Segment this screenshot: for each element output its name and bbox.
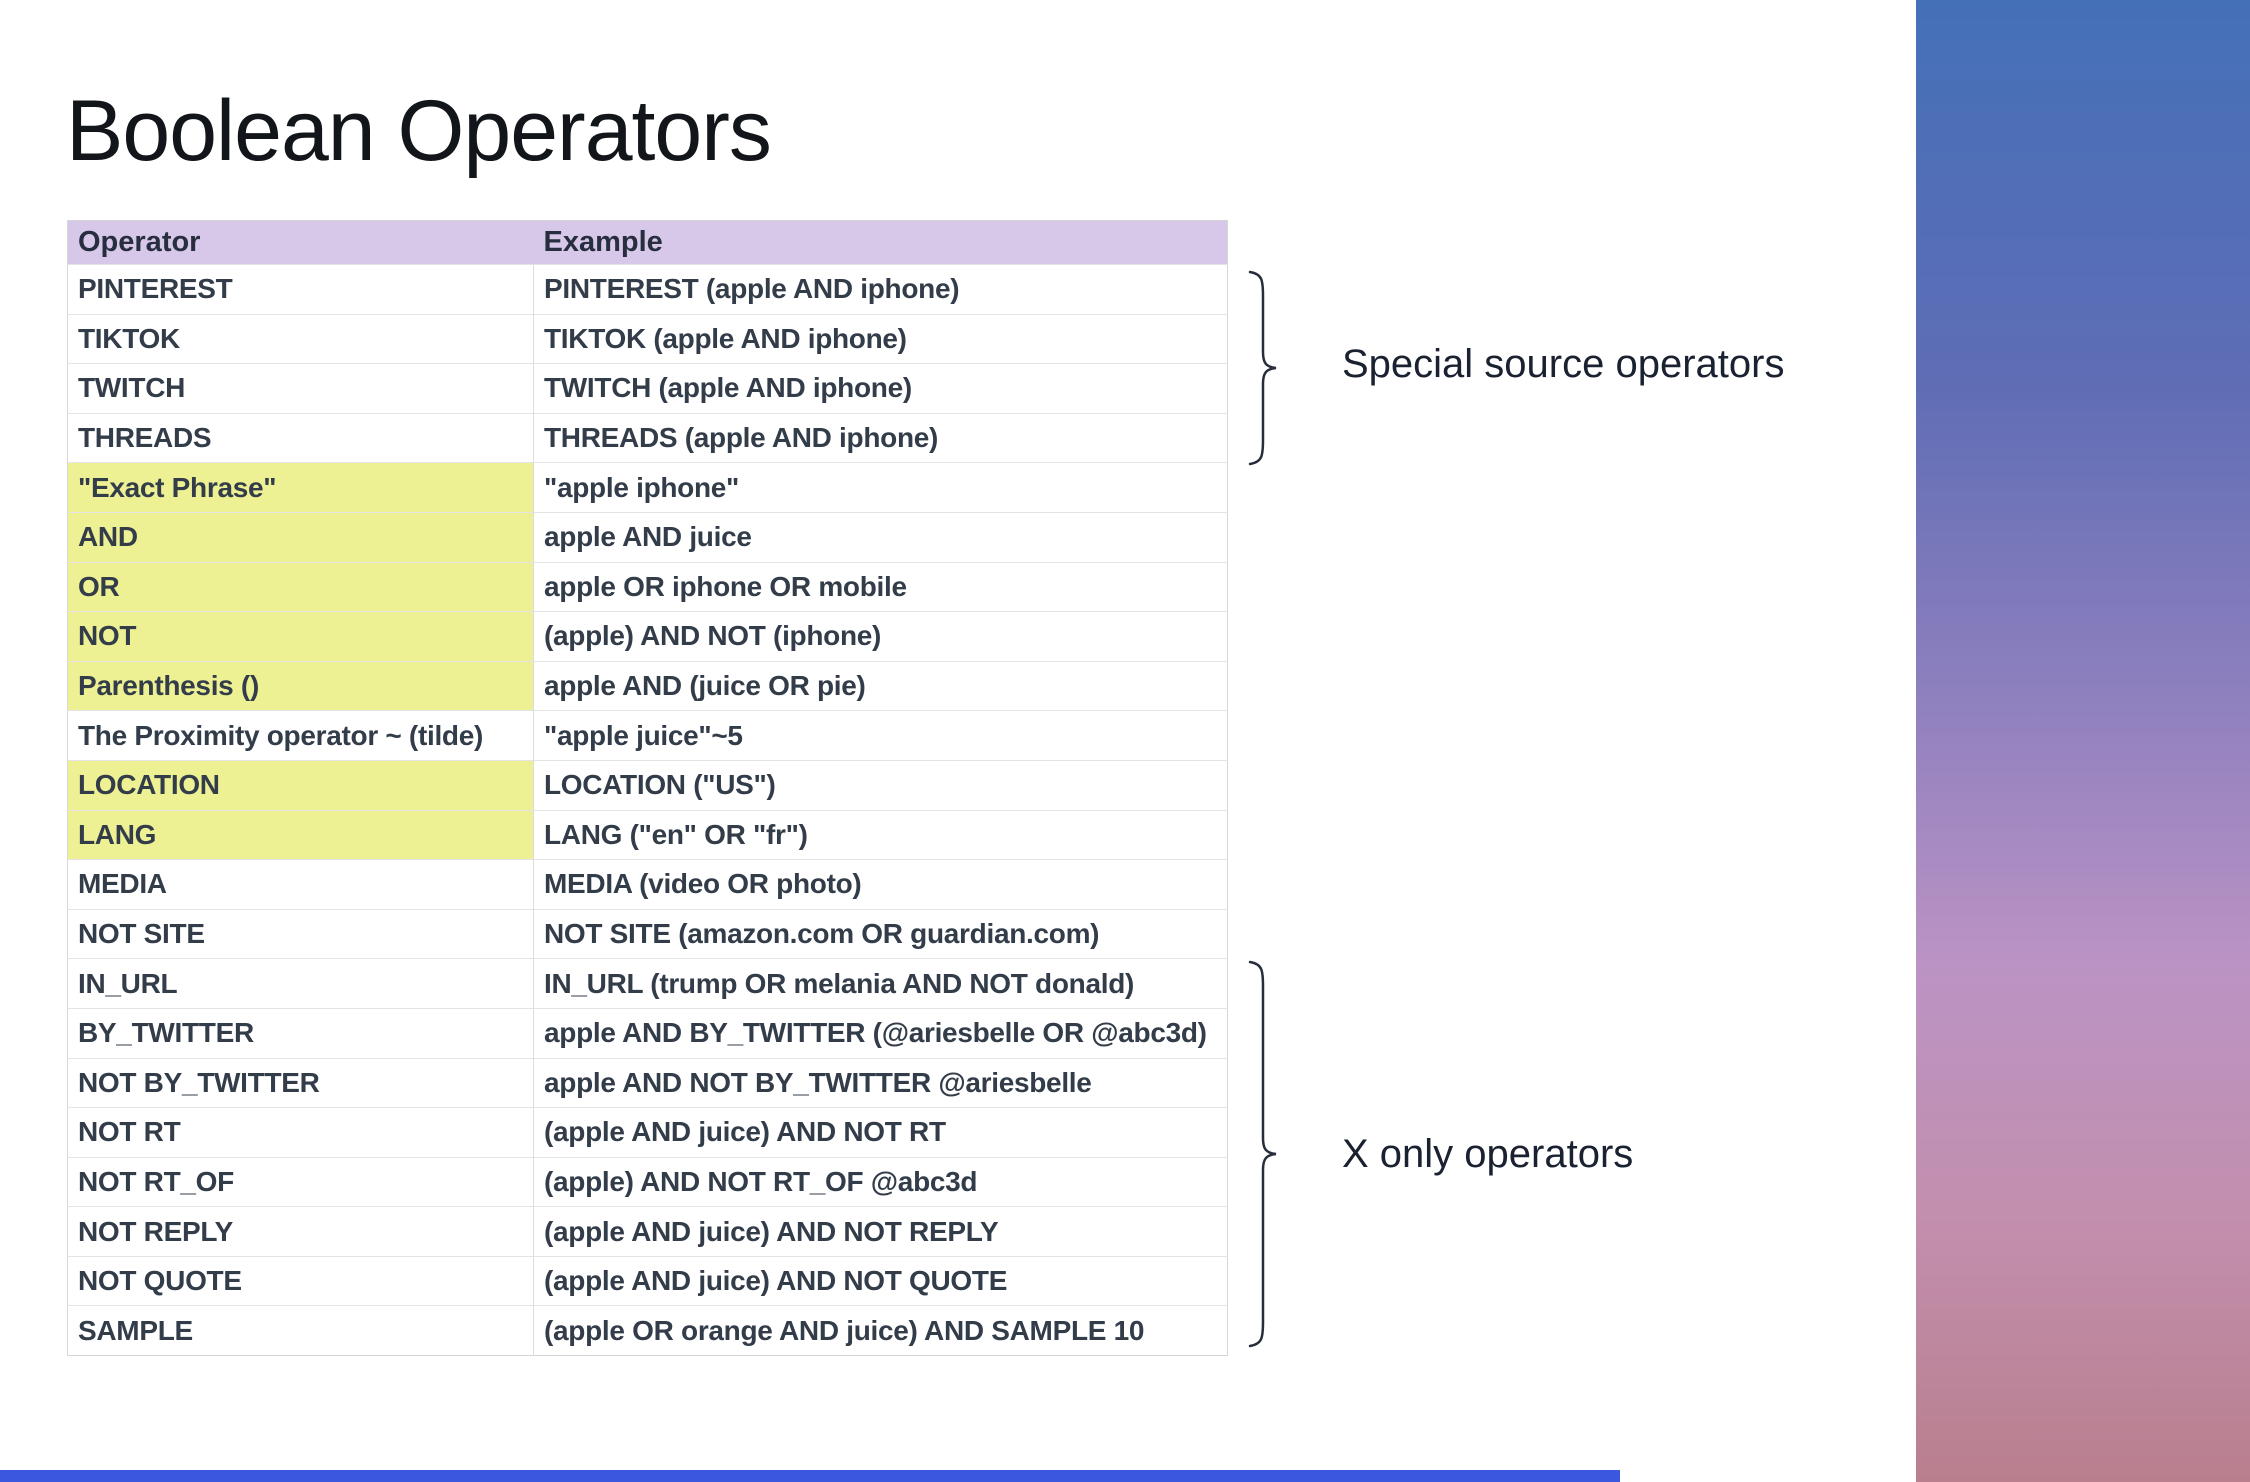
example-cell: MEDIA (video OR photo) xyxy=(533,859,1228,910)
table-row: NOT (apple) AND NOT (iphone) xyxy=(67,611,1228,662)
operator-cell: THREADS xyxy=(67,412,534,463)
table-row: SAMPLE (apple OR orange AND juice) AND S… xyxy=(67,1305,1228,1356)
table-row: Parenthesis () apple AND (juice OR pie) xyxy=(67,660,1228,711)
table-row: NOT SITE NOT SITE (amazon.com OR guardia… xyxy=(67,908,1228,959)
operator-cell: NOT REPLY xyxy=(67,1206,534,1257)
operator-cell: NOT BY_TWITTER xyxy=(67,1057,534,1108)
curly-brace-icon xyxy=(1248,270,1277,466)
operator-cell: LOCATION xyxy=(67,759,534,811)
operator-cell: NOT RT_OF xyxy=(67,1156,534,1207)
table-row: The Proximity operator ~ (tilde) "apple … xyxy=(67,710,1228,761)
example-cell: (apple OR orange AND juice) AND SAMPLE 1… xyxy=(533,1305,1228,1356)
table-row: LANG LANG ("en" OR "fr") xyxy=(67,809,1228,860)
operator-cell: Parenthesis () xyxy=(67,660,534,711)
example-cell: LANG ("en" OR "fr") xyxy=(533,809,1228,860)
table-row: TIKTOK TIKTOK (apple AND iphone) xyxy=(67,313,1228,364)
page-title: Boolean Operators xyxy=(66,83,772,179)
example-cell: TIKTOK (apple AND iphone) xyxy=(533,313,1228,364)
table-row: NOT QUOTE (apple AND juice) AND NOT QUOT… xyxy=(67,1255,1228,1306)
curly-brace-icon xyxy=(1248,960,1277,1348)
operator-cell: MEDIA xyxy=(67,859,534,910)
example-cell: apple AND (juice OR pie) xyxy=(533,660,1228,711)
column-header-operator: Operator xyxy=(67,220,534,265)
special-source-label: Special source operators xyxy=(1342,342,1785,386)
operator-cell: AND xyxy=(67,511,534,563)
example-cell: apple AND BY_TWITTER (@ariesbelle OR @ab… xyxy=(533,1007,1228,1058)
table-row: IN_URL IN_URL (trump OR melania AND NOT … xyxy=(67,958,1228,1009)
operator-cell: "Exact Phrase" xyxy=(67,462,534,513)
operator-cell: NOT RT xyxy=(67,1107,534,1158)
example-cell: PINTEREST (apple AND iphone) xyxy=(533,264,1228,315)
example-cell: (apple AND juice) AND NOT RT xyxy=(533,1107,1228,1158)
operator-cell: SAMPLE xyxy=(67,1305,534,1356)
example-cell: (apple AND juice) AND NOT QUOTE xyxy=(533,1255,1228,1306)
table-row: BY_TWITTER apple AND BY_TWITTER (@ariesb… xyxy=(67,1007,1228,1058)
video-progress-bar[interactable] xyxy=(0,1470,1620,1482)
example-cell: TWITCH (apple AND iphone) xyxy=(533,363,1228,414)
operator-cell: BY_TWITTER xyxy=(67,1007,534,1058)
example-cell: IN_URL (trump OR melania AND NOT donald) xyxy=(533,958,1228,1009)
example-cell: LOCATION ("US") xyxy=(533,759,1228,811)
table-row: THREADS THREADS (apple AND iphone) xyxy=(67,412,1228,463)
table-row: NOT BY_TWITTER apple AND NOT BY_TWITTER … xyxy=(67,1057,1228,1108)
operator-cell: OR xyxy=(67,561,534,612)
table-row: NOT REPLY (apple AND juice) AND NOT REPL… xyxy=(67,1206,1228,1257)
operator-cell: NOT SITE xyxy=(67,908,534,959)
example-cell: "apple juice"~5 xyxy=(533,710,1228,761)
table-body: PINTEREST PINTEREST (apple AND iphone) T… xyxy=(67,264,1228,1356)
table-header: Operator Example xyxy=(67,220,1228,265)
operator-cell: NOT QUOTE xyxy=(67,1255,534,1306)
table-header-row: Operator Example xyxy=(67,220,1228,265)
operator-cell: LANG xyxy=(67,809,534,860)
operator-cell: PINTEREST xyxy=(67,264,534,315)
example-cell: (apple AND juice) AND NOT REPLY xyxy=(533,1206,1228,1257)
example-cell: (apple) AND NOT RT_OF @abc3d xyxy=(533,1156,1228,1207)
operator-cell: IN_URL xyxy=(67,958,534,1009)
example-cell: "apple iphone" xyxy=(533,462,1228,513)
gradient-sidebar xyxy=(1916,0,2250,1482)
example-cell: NOT SITE (amazon.com OR guardian.com) xyxy=(533,908,1228,959)
table-row: LOCATION LOCATION ("US") xyxy=(67,759,1228,811)
table-row: NOT RT_OF (apple) AND NOT RT_OF @abc3d xyxy=(67,1156,1228,1207)
operator-cell: The Proximity operator ~ (tilde) xyxy=(67,710,534,761)
table-row: AND apple AND juice xyxy=(67,511,1228,563)
operator-cell: TIKTOK xyxy=(67,313,534,364)
example-cell: apple AND NOT BY_TWITTER @ariesbelle xyxy=(533,1057,1228,1108)
operator-cell: TWITCH xyxy=(67,363,534,414)
x-only-brace xyxy=(1246,960,1280,1348)
example-cell: THREADS (apple AND iphone) xyxy=(533,412,1228,463)
table-row: TWITCH TWITCH (apple AND iphone) xyxy=(67,363,1228,414)
example-cell: apple OR iphone OR mobile xyxy=(533,561,1228,612)
table-row: PINTEREST PINTEREST (apple AND iphone) xyxy=(67,264,1228,315)
table-row: NOT RT (apple AND juice) AND NOT RT xyxy=(67,1107,1228,1158)
table-row: "Exact Phrase" "apple iphone" xyxy=(67,462,1228,513)
table-row: MEDIA MEDIA (video OR photo) xyxy=(67,859,1228,910)
example-cell: apple AND juice xyxy=(533,511,1228,563)
x-only-label: X only operators xyxy=(1342,1132,1634,1176)
example-cell: (apple) AND NOT (iphone) xyxy=(533,611,1228,662)
operator-cell: NOT xyxy=(67,611,534,662)
table-row: OR apple OR iphone OR mobile xyxy=(67,561,1228,612)
special-source-brace xyxy=(1246,270,1280,466)
operators-table: Operator Example PINTEREST PINTEREST (ap… xyxy=(67,220,1228,1357)
column-header-example: Example xyxy=(533,220,1228,265)
